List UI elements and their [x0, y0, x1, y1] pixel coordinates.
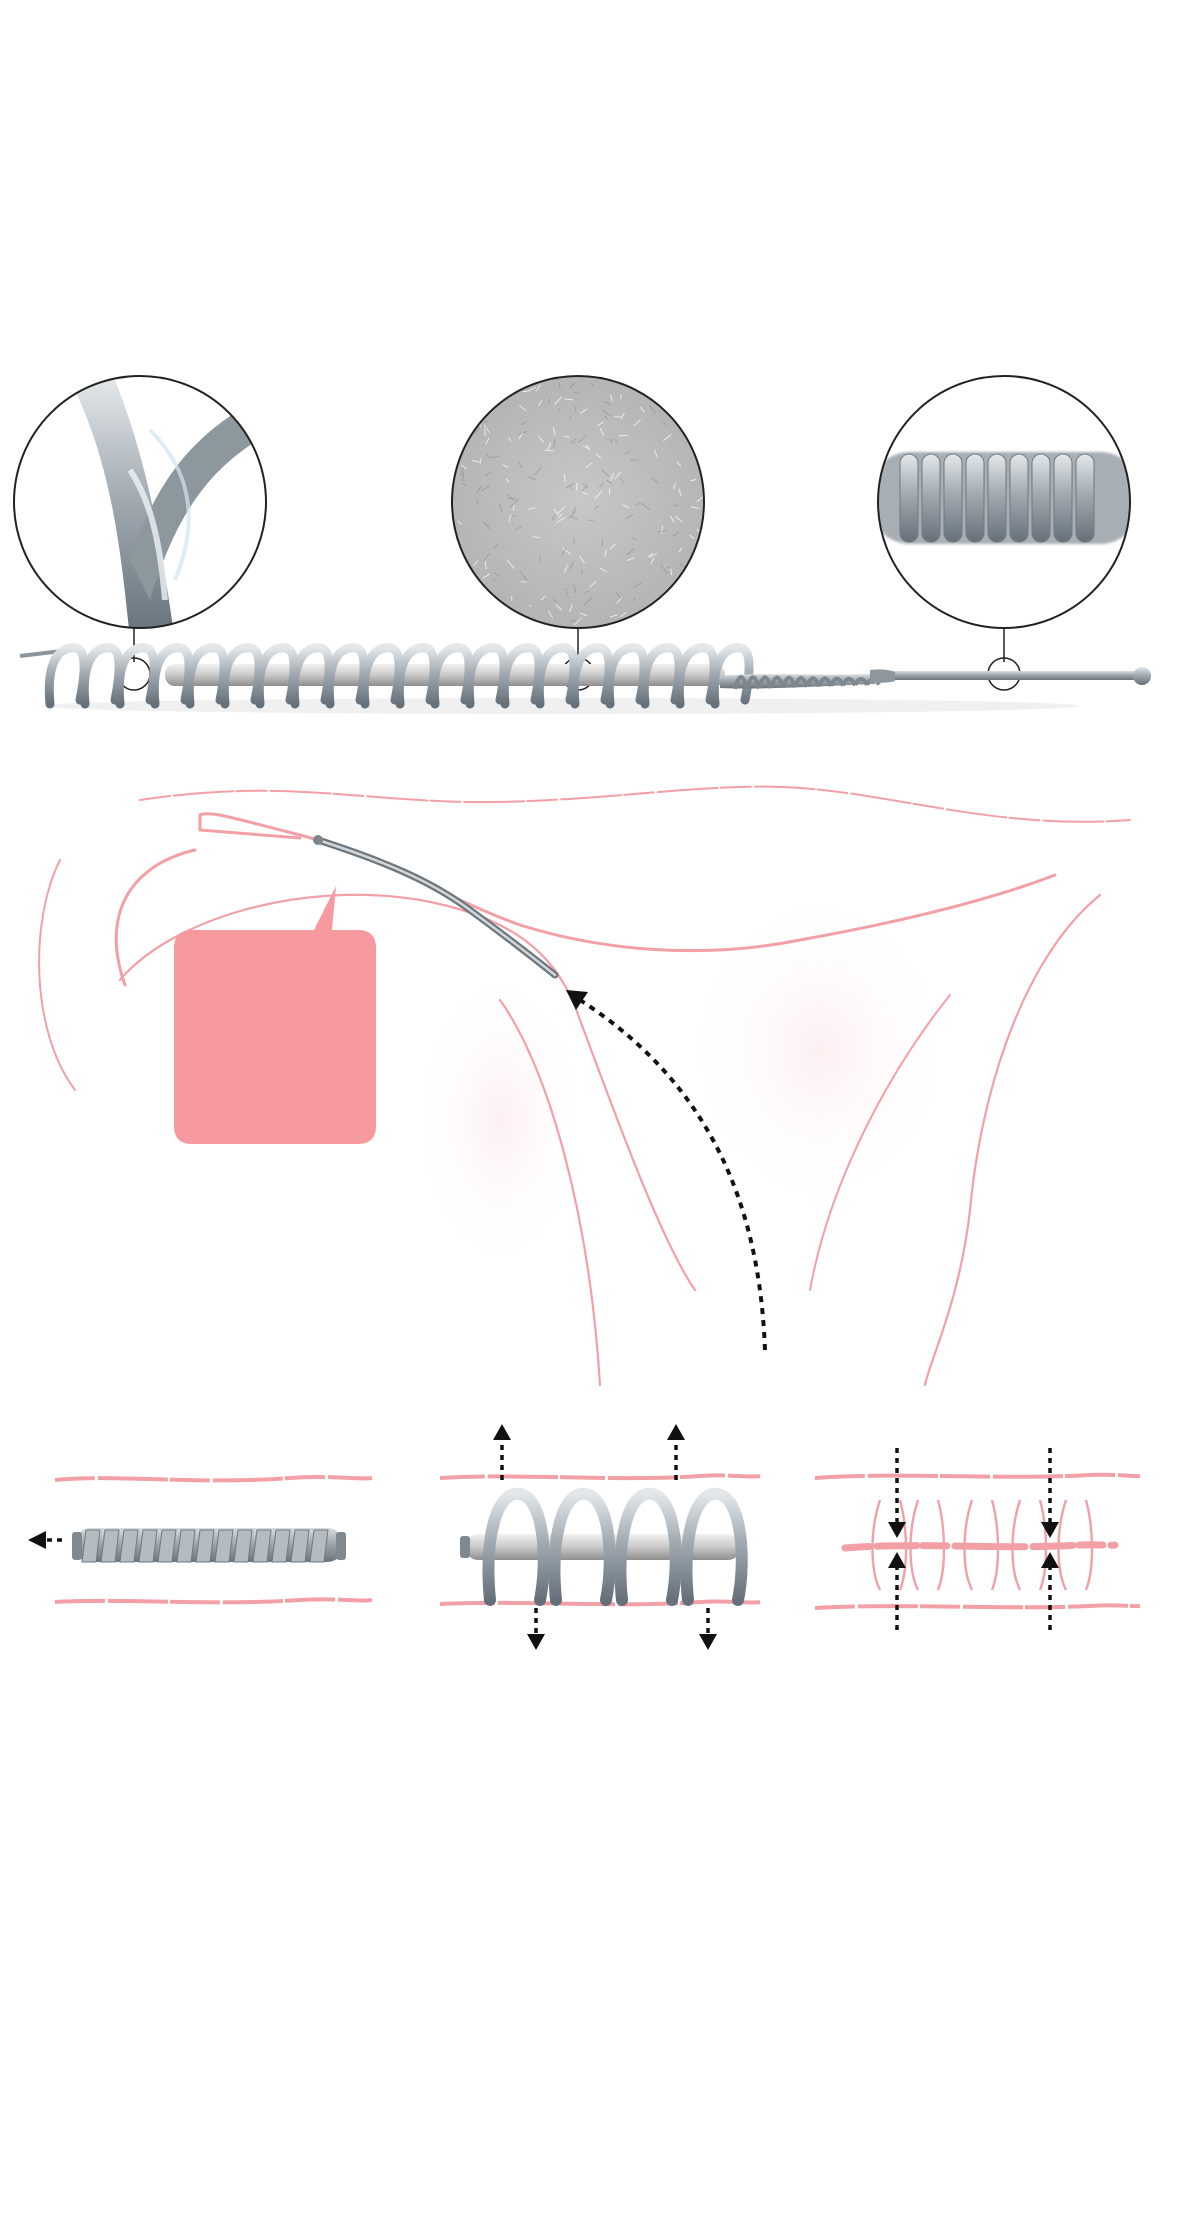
- catheter-icon: [313, 835, 559, 979]
- dotted-insertion-arrow-icon: [566, 990, 767, 1351]
- fiber-texture-closeup-icon: [452, 376, 704, 628]
- helical-coil-device-icon: [19, 643, 1151, 714]
- expanded-coil-in-tube-icon: [439, 1424, 761, 1650]
- zoom-left: [13, 375, 267, 691]
- wound-coil-in-tube-icon: [28, 1475, 373, 1605]
- helix-wire-closeup-icon: [14, 376, 266, 628]
- coiled-wire-closeup-icon: [878, 376, 1130, 628]
- tissue-occlusion-icon: [814, 1448, 1141, 1630]
- callout-bubble: [174, 886, 376, 1144]
- fallopian-tube-anatomy-icon: [38, 785, 1131, 1387]
- zoom-center: [451, 375, 705, 691]
- zoom-right: [877, 375, 1131, 691]
